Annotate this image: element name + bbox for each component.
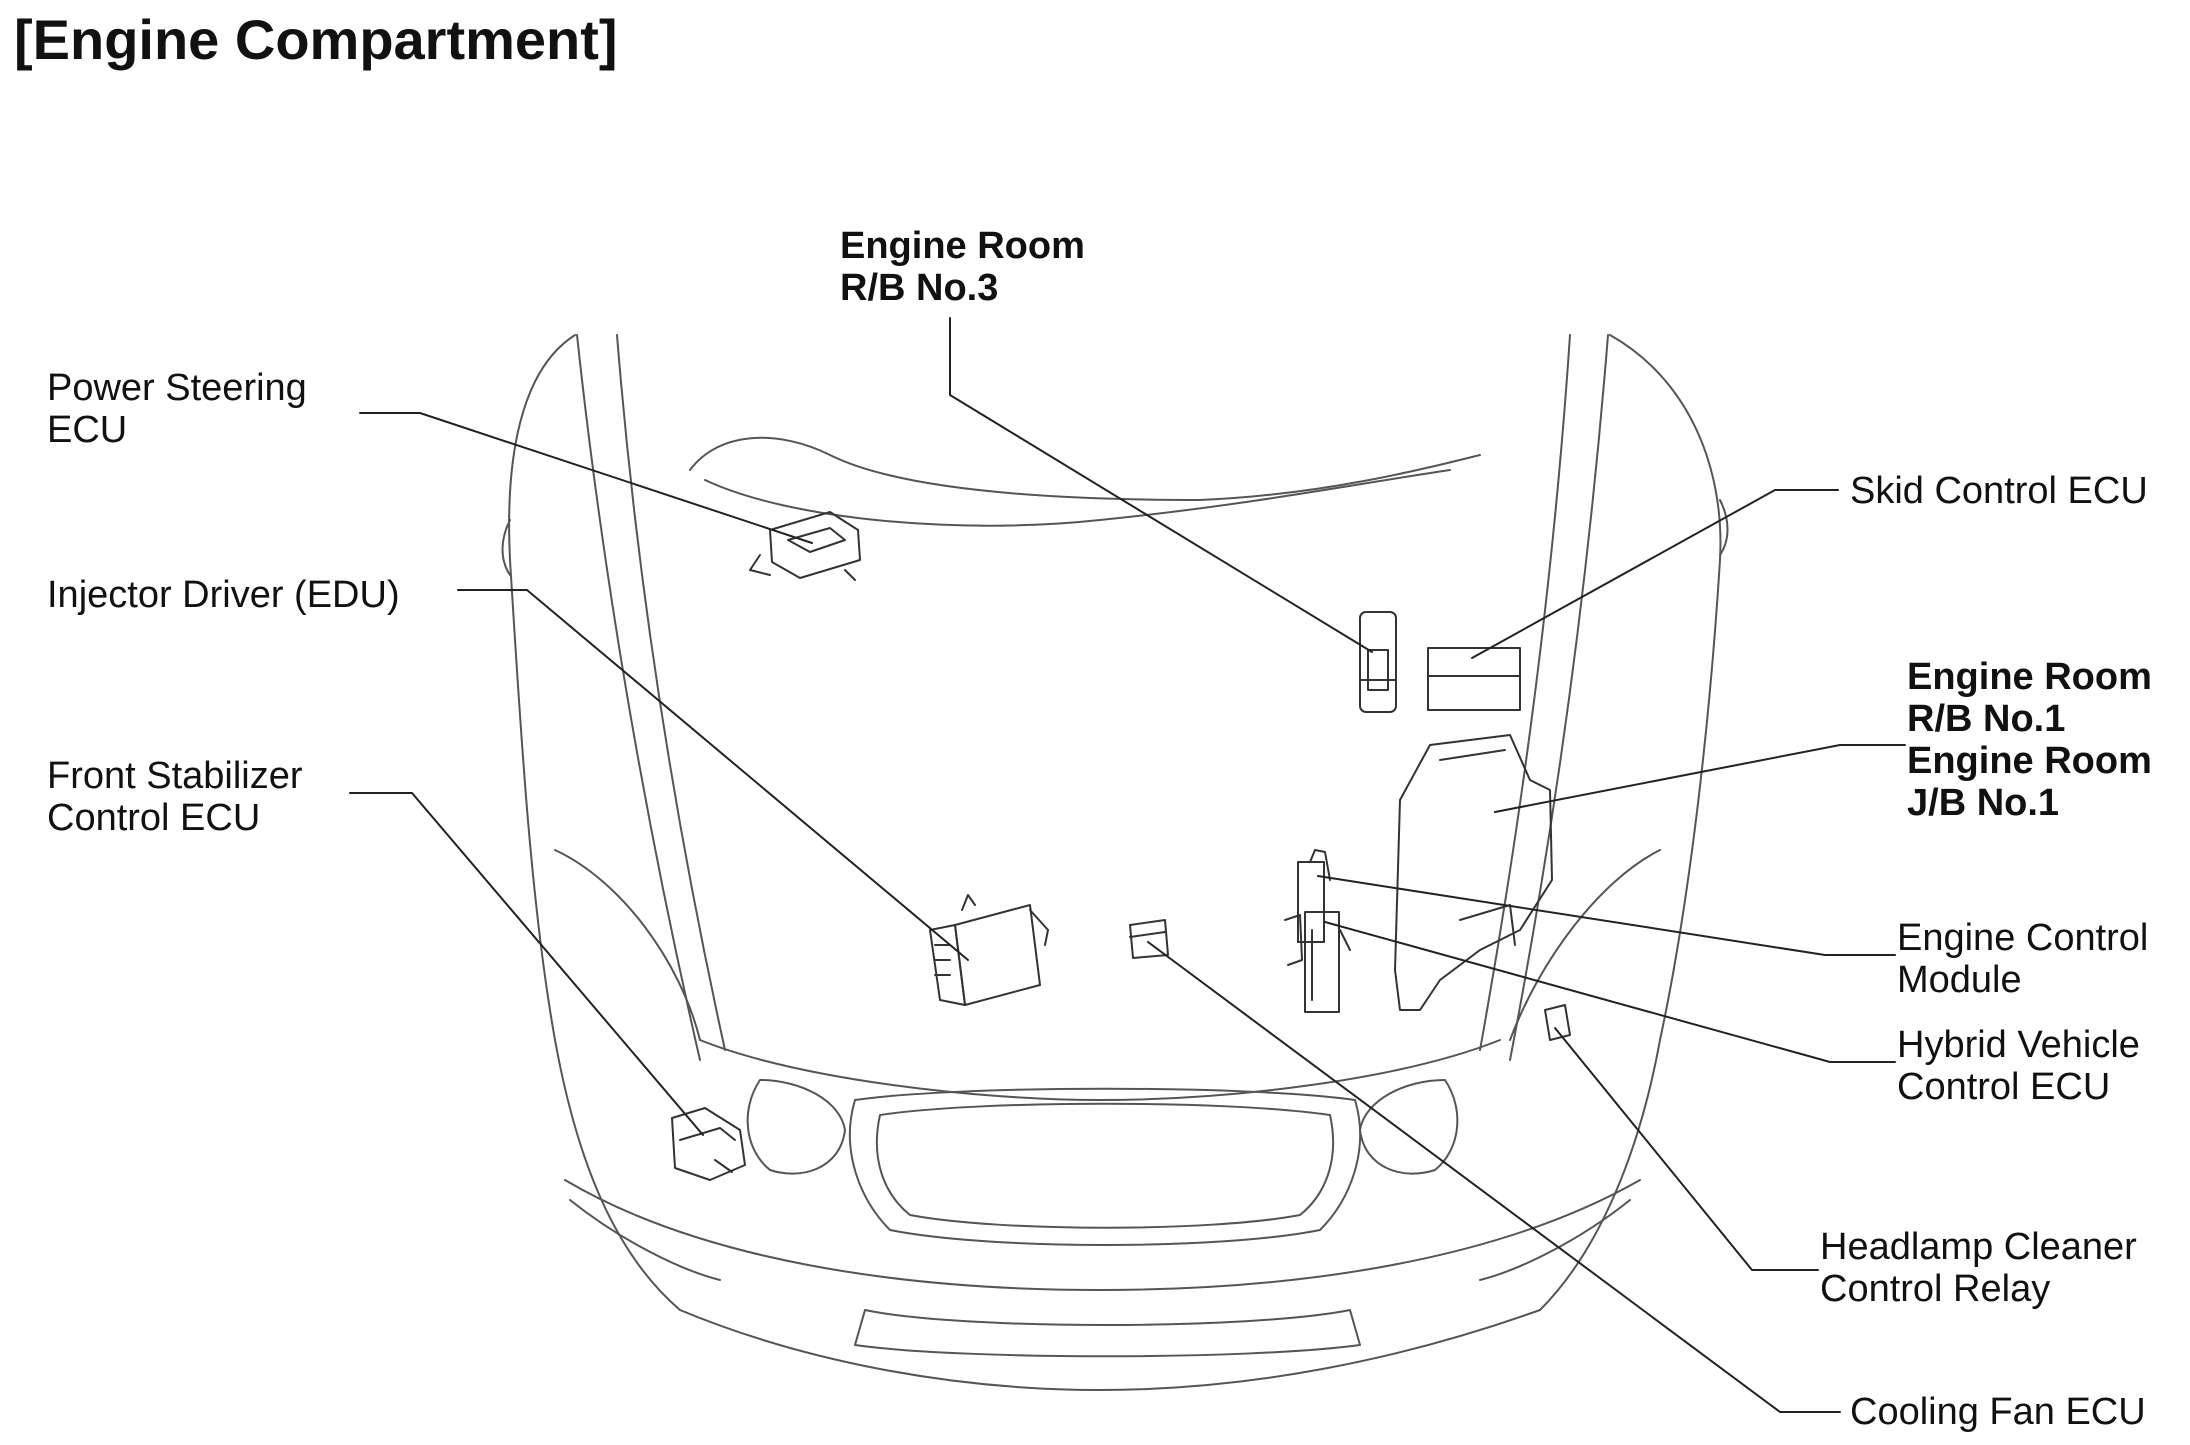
leader-line-engine-room-rb1-jb1 <box>1494 744 1906 813</box>
component-hybrid-vehicle-ecu <box>1284 911 1351 1013</box>
leader-line-cooling-fan-ecu <box>1147 941 1841 1413</box>
label-power-steering-ecu: Power Steering ECU <box>47 367 307 451</box>
label-engine-room-rb3: Engine Room R/B No.3 <box>840 225 1085 309</box>
label-skid-control-ecu: Skid Control ECU <box>1850 470 2148 512</box>
label-engine-control-module: Engine Control Module <box>1897 917 2149 1001</box>
leader-line-engine-control-module <box>1317 875 1896 956</box>
label-hybrid-vehicle-ecu: Hybrid Vehicle Control ECU <box>1897 1024 2140 1108</box>
leader-line-hybrid-vehicle-ecu <box>1324 921 1896 1063</box>
leader-line-front-stabilizer-ecu <box>349 792 704 1136</box>
label-injector-driver: Injector Driver (EDU) <box>47 574 400 616</box>
component-headlamp-cleaner-relay <box>1544 1004 1571 1041</box>
leader-lines <box>349 317 1906 1413</box>
leader-line-injector-driver <box>457 589 969 961</box>
label-engine-room-rb1-jb1: Engine Room R/B No.1 Engine Room J/B No.… <box>1907 656 2152 824</box>
component-front-stabilizer-ecu <box>671 1107 746 1181</box>
component-engine-room-rb1-jb1 <box>1394 734 1553 1011</box>
leader-line-skid-control-ecu <box>1471 489 1839 659</box>
label-headlamp-cleaner-relay: Headlamp Cleaner Control Relay <box>1820 1226 2137 1310</box>
component-skid-control-ecu <box>1427 647 1521 711</box>
car-body-outline <box>501 334 1729 1391</box>
leader-line-headlamp-cleaner-relay <box>1554 1027 1819 1271</box>
page-title: [Engine Compartment] <box>14 8 618 71</box>
label-cooling-fan-ecu: Cooling Fan ECU <box>1850 1391 2146 1433</box>
leader-line-power-steering-ecu <box>359 412 813 544</box>
component-injector-driver <box>929 894 1049 1006</box>
label-front-stabilizer-ecu: Front Stabilizer Control ECU <box>47 755 303 839</box>
component-engine-room-rb3 <box>1359 611 1397 713</box>
leader-line-engine-room-rb3 <box>949 317 1373 653</box>
component-power-steering-ecu <box>749 511 861 581</box>
component-cooling-fan-ecu <box>1129 919 1169 959</box>
component-engine-control-module <box>1297 849 1331 943</box>
